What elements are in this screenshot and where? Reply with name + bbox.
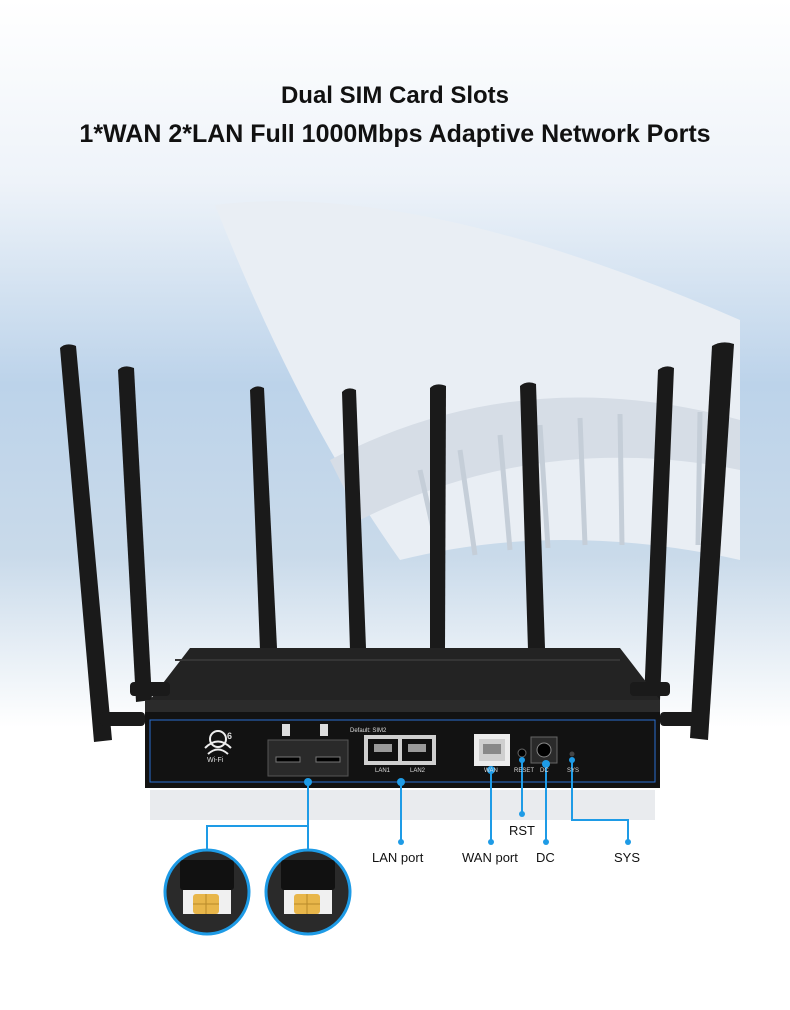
headline-sim-slots: Dual SIM Card Slots: [280, 82, 510, 109]
sim-slot-bay: [267, 724, 349, 777]
reflection: [150, 790, 655, 820]
callout-lines: [206, 760, 629, 868]
sim-zoom-right: [264, 848, 352, 936]
wan-port: [474, 734, 510, 766]
reset-label: RESET: [514, 768, 535, 774]
default-sim-label: Default: SIM2: [350, 728, 387, 734]
lan-port-callout: LAN port: [372, 850, 424, 865]
dc-jack: [530, 736, 558, 764]
reset-hole: [517, 748, 527, 758]
sim-zoom-left: [163, 848, 251, 936]
sys-led: [569, 751, 575, 757]
callout-dots: [304, 757, 631, 845]
sys-label: SYS: [567, 768, 580, 774]
wan-label: WAN: [484, 768, 498, 774]
sys-callout: SYS: [614, 850, 641, 865]
lan1-label: LAN1: [375, 768, 391, 774]
wan-port-callout: WAN port: [462, 850, 518, 865]
antennas: [60, 342, 734, 742]
lan-ports: [364, 735, 436, 765]
dc-label: DC: [540, 768, 549, 774]
lan2-label: LAN2: [410, 768, 426, 774]
wifi-logo-number: 6: [227, 731, 233, 741]
wifi6-logo: [204, 730, 232, 755]
rst-callout: RST: [509, 823, 535, 838]
router-body: [100, 648, 700, 788]
wifi-logo-text: Wi-Fi: [207, 757, 224, 764]
headline-network-ports: 1*WAN 2*LAN Full 1000Mbps Adaptive Netwo…: [79, 120, 711, 148]
dc-callout: DC: [536, 850, 555, 865]
